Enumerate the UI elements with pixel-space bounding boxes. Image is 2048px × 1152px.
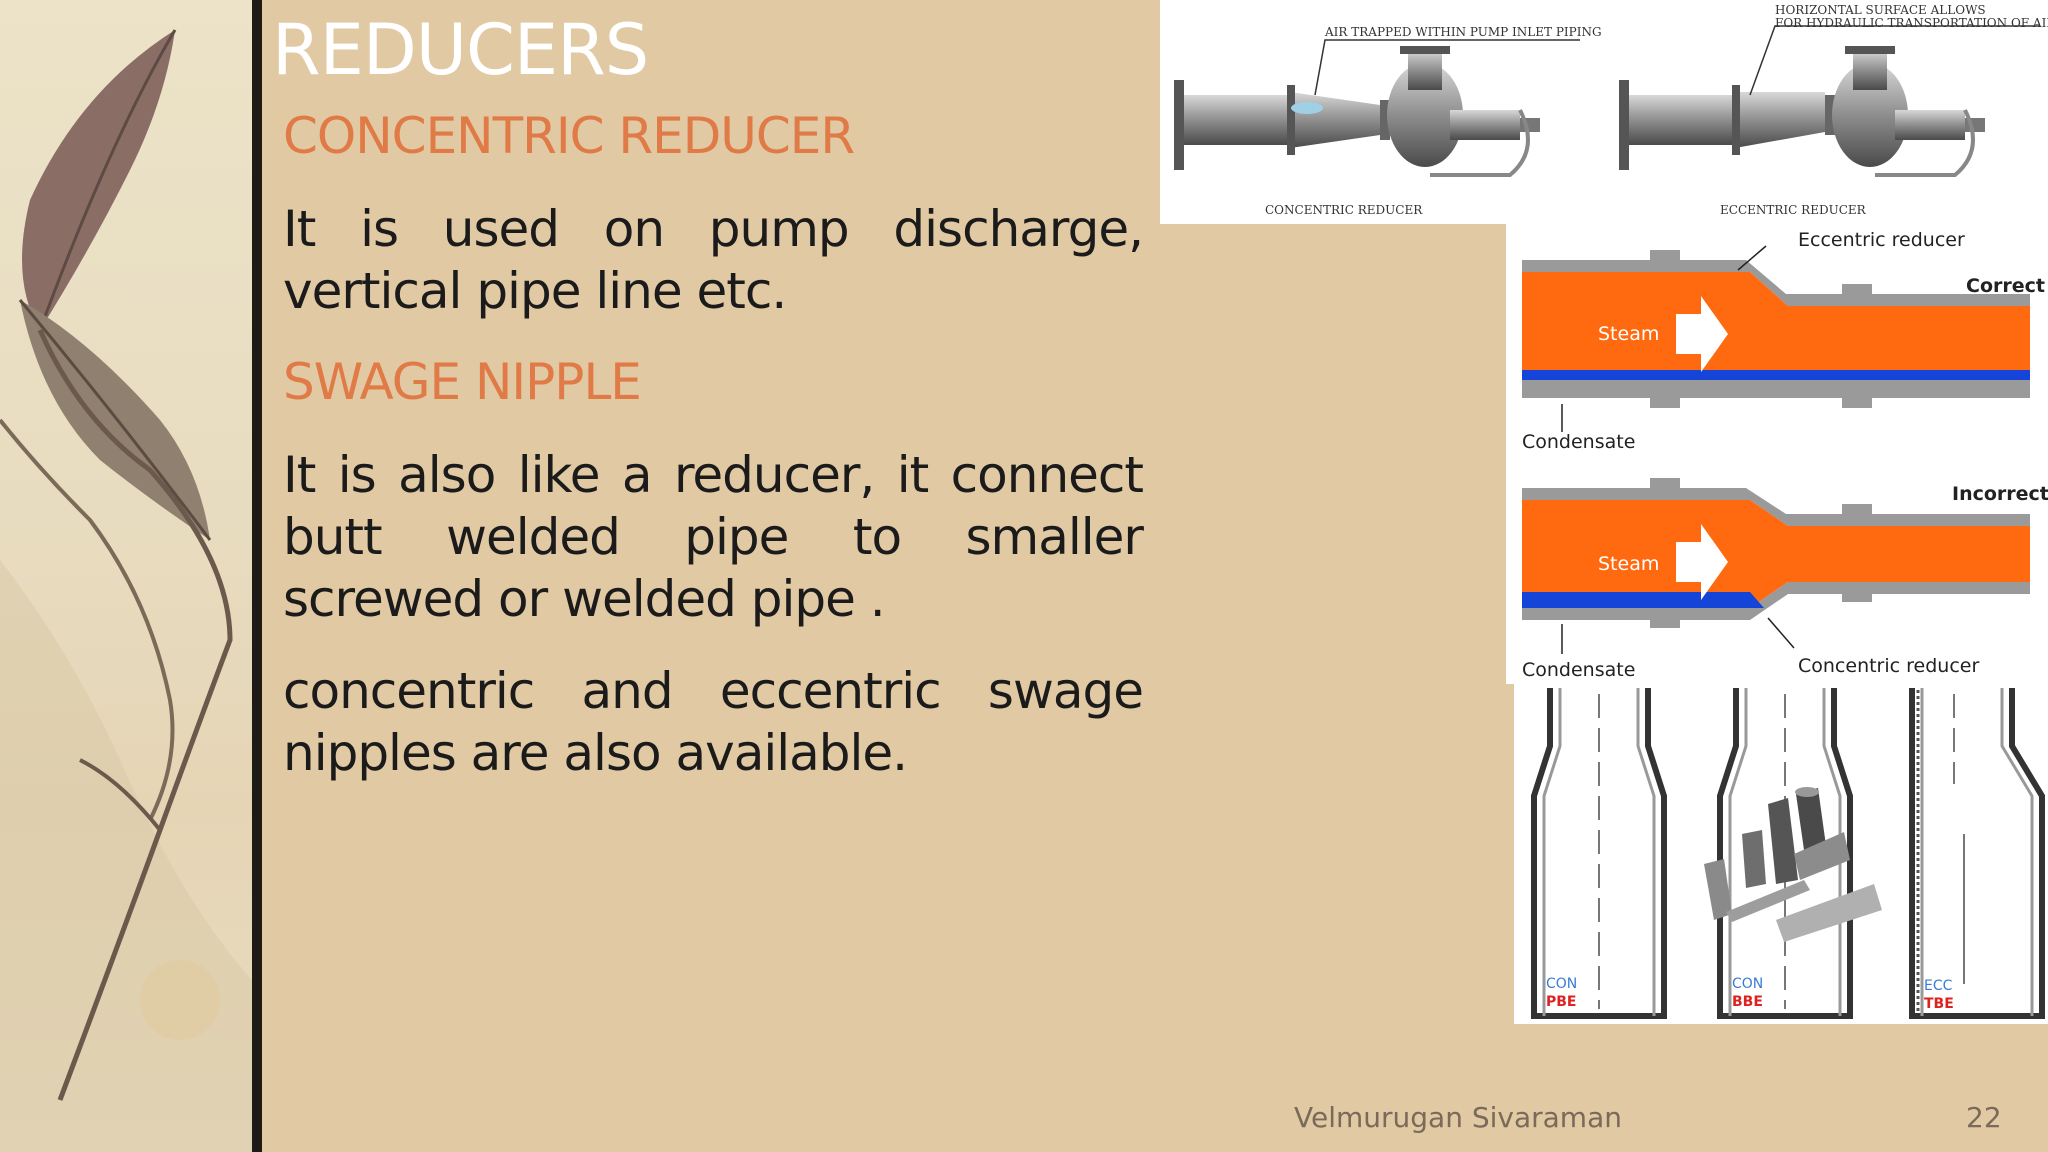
heading-swage-nipple: SWAGE NIPPLE <box>283 353 642 411</box>
paragraph-swage-nipple-types: concentric and eccentric swage nipples a… <box>283 662 1144 782</box>
correct-label: Correct <box>1966 275 2045 297</box>
incorrect-label: Incorrect <box>1952 483 2048 505</box>
leaf-illustration <box>0 29 252 1152</box>
nipple2-type: CON <box>1732 976 1763 992</box>
steam-label-correct: Steam <box>1598 323 1659 345</box>
eccentric-reducer-label: Eccentric reducer <box>1798 229 1965 251</box>
nipple3-type: ECC <box>1924 978 1953 994</box>
pump-callout-air-trapped: AIR TRAPPED WITHIN PUMP INLET PIPING <box>1324 25 1602 39</box>
swage-nipple-products <box>1704 787 1882 942</box>
slide-title: REDUCERS <box>272 9 649 91</box>
panel-divider <box>252 0 262 1152</box>
condensate-label-correct: Condensate <box>1522 431 1635 453</box>
condensate-label-incorrect: Condensate <box>1522 659 1635 681</box>
steam-reducer-figure: Steam Eccentric reducer Correct Condensa… <box>1506 224 2048 684</box>
pump-callout-horizontal-line1: HORIZONTAL SURFACE ALLOWS <box>1775 3 1986 17</box>
pump-callout-horizontal-line2: FOR HYDRAULIC TRANSPORTATION OF AIR <box>1775 16 2048 30</box>
paragraph-swage-nipple: It is also like a reducer, it connect bu… <box>283 446 1144 628</box>
paragraph-concentric-reducer: It is used on pump discharge, vertical p… <box>283 200 1144 320</box>
pump-caption-concentric: CONCENTRIC REDUCER <box>1265 203 1423 217</box>
nipple1-ends: PBE <box>1546 994 1577 1010</box>
pump-reducer-figure: AIR TRAPPED WITHIN PUMP INLET PIPING CON… <box>1160 0 2048 224</box>
nipple3-ends: TBE <box>1924 996 1954 1012</box>
steam-label-incorrect: Steam <box>1598 553 1659 575</box>
heading-concentric-reducer: CONCENTRIC REDUCER <box>283 107 855 165</box>
nipple2-ends: BBE <box>1732 994 1763 1010</box>
footer-author: Velmurugan Sivaraman <box>1294 1101 1622 1134</box>
swage-nipple-figure: CON PBE CON BBE ECC TBE <box>1514 684 2048 1024</box>
pump-caption-eccentric: ECCENTRIC REDUCER <box>1720 203 1867 217</box>
footer-page-number: 22 <box>1966 1101 2002 1134</box>
concentric-reducer-label: Concentric reducer <box>1798 655 1979 677</box>
decorative-leaf-panel <box>0 0 252 1152</box>
nipple1-type: CON <box>1546 976 1577 992</box>
